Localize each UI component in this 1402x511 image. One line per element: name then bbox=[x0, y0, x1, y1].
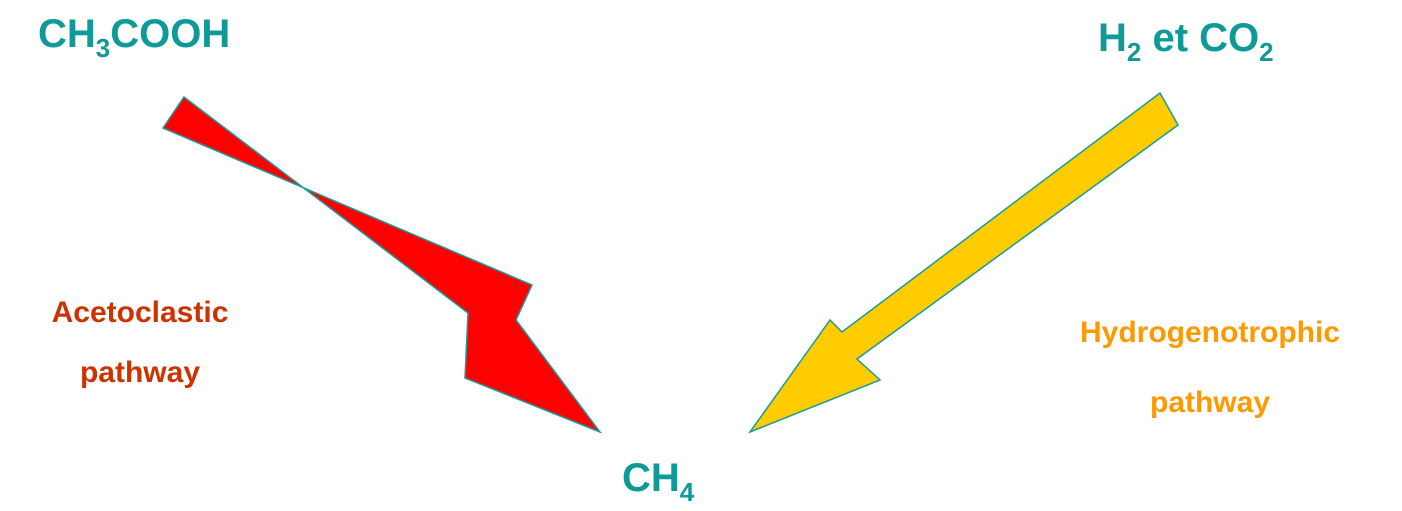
acetate-formula: CH3COOH bbox=[38, 12, 231, 61]
acetate-formula-subscript: 3 bbox=[95, 33, 111, 63]
acetate-formula-main: CH bbox=[38, 12, 96, 56]
acetoclastic-pathway-label: Acetoclastic pathway bbox=[10, 298, 270, 388]
hydrogenotrophic-label-line2: pathway bbox=[1149, 386, 1271, 419]
hydrogenotrophic-pathway-label: Hydrogenotrophic pathway bbox=[1020, 318, 1400, 418]
h2-formula-subscript: 2 bbox=[1126, 37, 1142, 67]
methane-formula-main: CH bbox=[622, 456, 680, 500]
co2-formula-subscript: 2 bbox=[1259, 37, 1274, 67]
hydrogenotrophic-label-line1: Hydrogenotrophic bbox=[1080, 316, 1340, 349]
h2-formula-main: H bbox=[1098, 16, 1127, 60]
methane-formula: CH4 bbox=[622, 456, 694, 505]
acetate-formula-rest: COOH bbox=[110, 12, 231, 56]
h2-co2-formula: H2 et CO2 bbox=[1098, 16, 1274, 65]
acetoclastic-label-line2: pathway bbox=[79, 356, 201, 389]
co2-formula-main: et CO bbox=[1141, 16, 1260, 60]
acetoclastic-arrow bbox=[161, 95, 603, 434]
methane-formula-subscript: 4 bbox=[679, 477, 695, 507]
hydrogenotrophic-arrow bbox=[747, 91, 1179, 434]
acetoclastic-label-line1: Acetoclastic bbox=[51, 296, 229, 329]
